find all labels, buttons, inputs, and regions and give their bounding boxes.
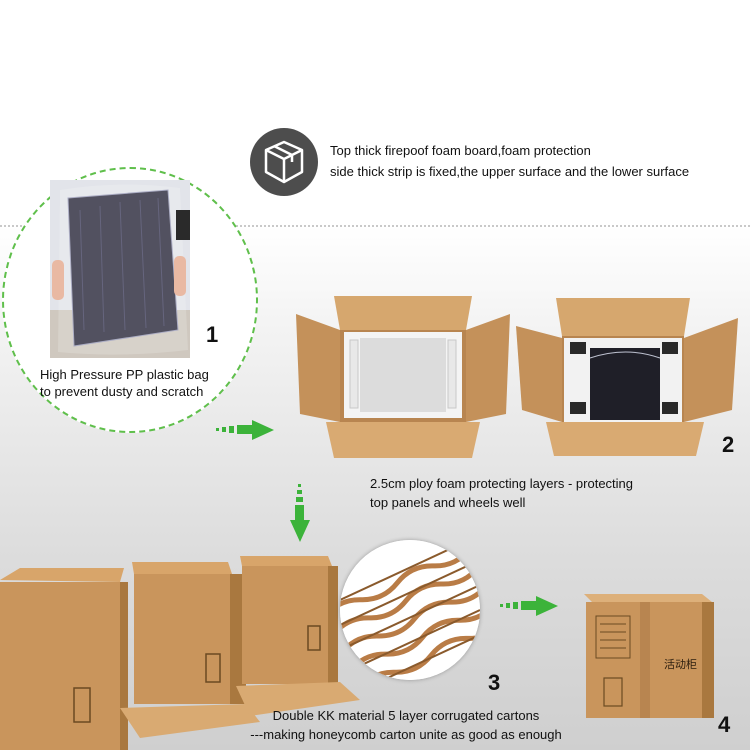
step-3-number: 3 bbox=[488, 670, 501, 695]
step-2-line-2: top panels and wheels well bbox=[370, 495, 526, 510]
step-3-caption: Double KK material 5 layer corrugated ca… bbox=[236, 706, 576, 744]
step-2-caption: 2.5cm ploy foam protecting layers - prot… bbox=[370, 474, 633, 512]
arrow-right-icon bbox=[216, 420, 274, 440]
open-box-foam-top bbox=[296, 296, 510, 463]
box-icon-badge bbox=[250, 128, 318, 196]
step-1-line-1: High Pressure PP plastic bag bbox=[40, 367, 209, 382]
plastic-bag-photo bbox=[50, 180, 190, 358]
step-2-line-1: 2.5cm ploy foam protecting layers - prot… bbox=[370, 476, 634, 491]
step-1-caption: High Pressure PP plastic bag to prevent … bbox=[40, 366, 209, 400]
step-3-line-2: ---making honeycomb carton unite as good… bbox=[250, 727, 562, 742]
open-box-foam-wheels bbox=[516, 298, 738, 461]
sealed-carton bbox=[578, 594, 716, 727]
section-divider bbox=[0, 225, 750, 227]
arrow-down-icon bbox=[290, 484, 310, 542]
corrugated-zoom bbox=[340, 540, 480, 680]
arrow-right-icon-2 bbox=[500, 596, 558, 616]
header-description: Top thick firepoof foam board,foam prote… bbox=[330, 140, 689, 182]
step-4-number: 4 bbox=[718, 712, 731, 737]
step-2-number: 2 bbox=[722, 432, 735, 457]
header-line-1: Top thick firepoof foam board,foam prote… bbox=[330, 143, 591, 158]
step-1-number: 1 bbox=[206, 322, 219, 347]
carton-large bbox=[0, 568, 128, 755]
header-line-2: side thick strip is fixed,the upper surf… bbox=[330, 164, 690, 179]
step-3-line-1: Double KK material 5 layer corrugated ca… bbox=[272, 708, 540, 723]
carton-medium bbox=[120, 562, 260, 743]
box-icon bbox=[264, 140, 304, 184]
step-1-line-2: to prevent dusty and scratch bbox=[40, 384, 204, 399]
carton-small bbox=[236, 556, 360, 721]
carton-label: 活动柜 bbox=[664, 659, 697, 671]
